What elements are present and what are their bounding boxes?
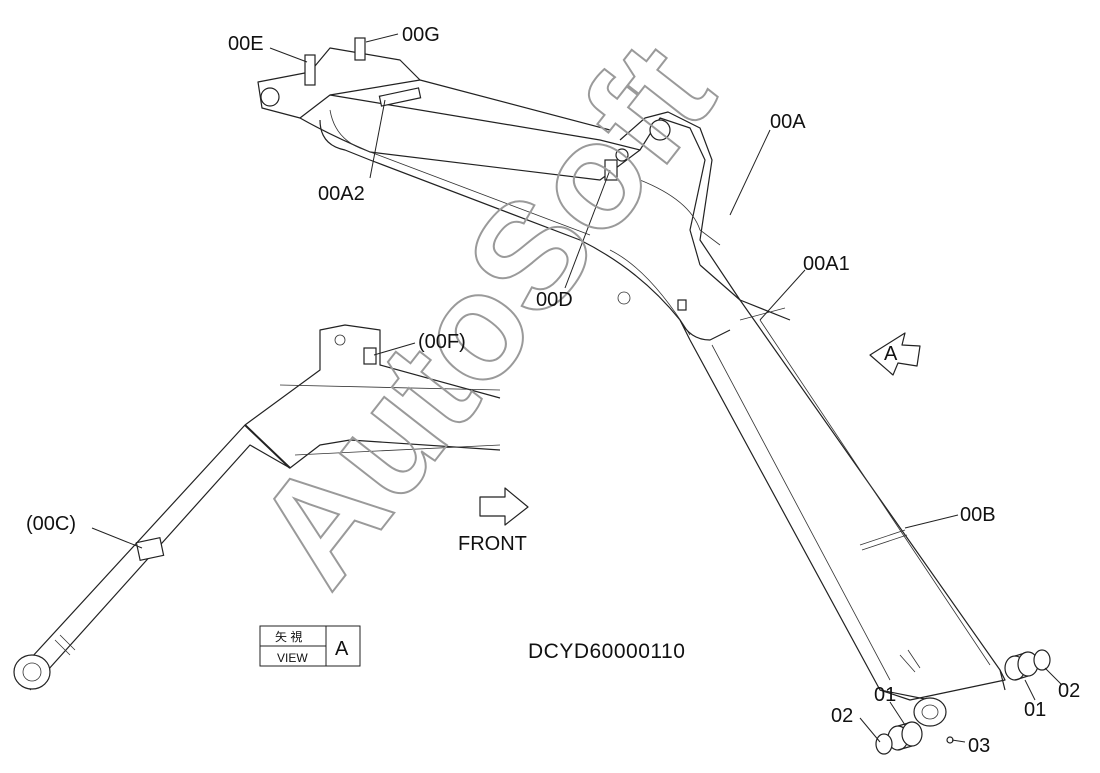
callout-00E: 00E [228,33,264,55]
callout-00G: 00G [402,24,440,46]
callout-03: 03 [968,735,990,757]
leader-lines [91,33,1063,743]
callout-01-left: 01 [874,684,896,706]
bushing-01-left [887,721,923,751]
view-a-box: 矢 視 VIEW A [259,625,361,667]
bushing-01-right [1004,651,1039,681]
view-box-english: VIEW [277,651,308,665]
main-boom [257,37,1006,727]
ring-02-left [875,733,893,755]
drawing-code: DCYD60000110 [528,640,685,663]
callout-00A1: 00A1 [803,253,850,275]
front-label: FRONT [458,533,527,555]
callout-01-right: 01 [1024,699,1046,721]
front-direction-arrow [479,487,529,526]
view-a-boom [13,324,501,691]
view-arrow-letter: A [884,343,898,365]
view-box-japanese: 矢 視 [275,629,302,644]
callout-02-right: 02 [1058,680,1080,702]
view-a-arrow [869,332,921,376]
callout-02-left: 02 [831,705,853,727]
callout-00B: 00B [960,504,996,526]
callout-00A: 00A [770,111,806,133]
view-box-letter: A [335,638,349,660]
callout-00F: (00F) [418,331,466,353]
callout-00D: 00D [536,289,573,311]
watermark: AutoSoft [222,11,746,615]
callout-00C: (00C) [26,513,76,535]
ring-02-right [1033,649,1051,671]
callout-00A2: 00A2 [318,183,365,205]
watermark-text: AutoSoft [223,12,745,614]
